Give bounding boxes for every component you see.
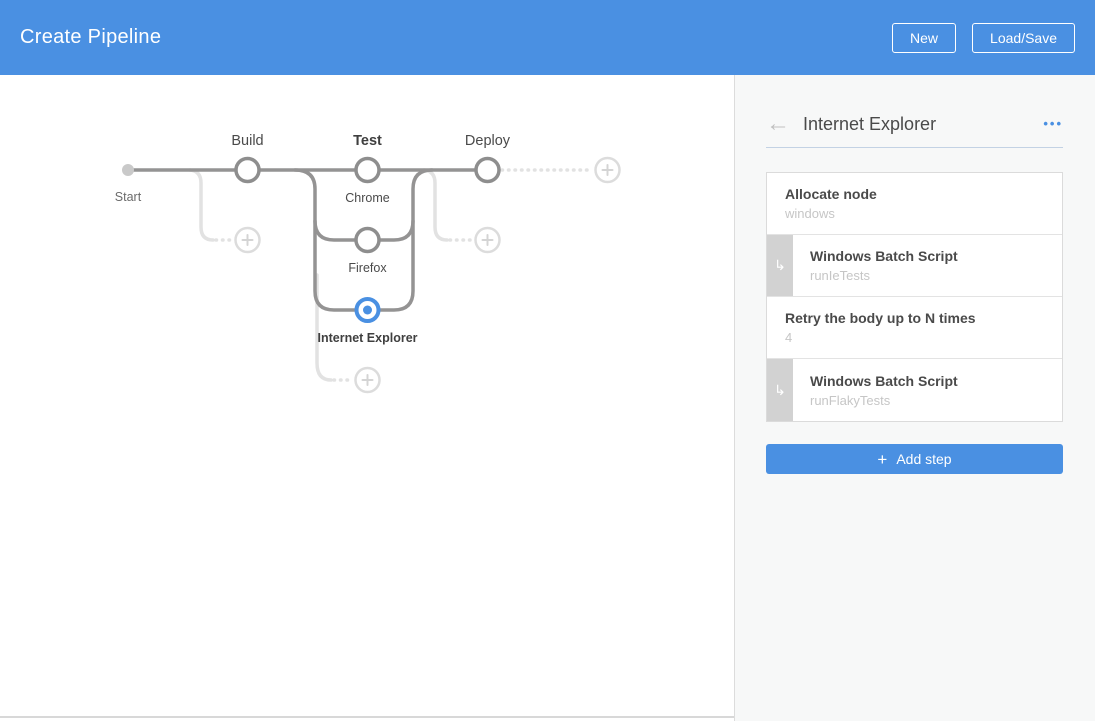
node-chrome[interactable] xyxy=(354,156,381,184)
step-subtitle: windows xyxy=(785,206,835,221)
more-menu-icon[interactable]: ••• xyxy=(1043,116,1063,131)
step-row-windows-batch-script-2[interactable]: ↳ Windows Batch Script runFlakyTests xyxy=(767,359,1062,421)
step-row-allocate-node[interactable]: Allocate node windows xyxy=(767,173,1062,235)
page-title: Create Pipeline xyxy=(20,26,162,48)
node-label-start: Start xyxy=(115,190,142,204)
stage-label-build: Build xyxy=(231,133,263,149)
node-label-chrome: Chrome xyxy=(345,191,390,205)
load-save-button[interactable]: Load/Save xyxy=(972,22,1075,53)
step-title: Windows Batch Script xyxy=(810,372,958,389)
panel-header: ← Internet Explorer ••• xyxy=(766,75,1063,148)
nested-step-arrow-icon: ↳ xyxy=(767,235,793,296)
plus-glyphs xyxy=(241,164,614,386)
node-label-firefox: Firefox xyxy=(348,261,387,275)
graph-light-edges xyxy=(188,168,595,382)
back-arrow-icon[interactable]: ← xyxy=(766,110,790,137)
plus-icon: + xyxy=(877,449,888,469)
stage-label-test: Test xyxy=(353,133,382,149)
pipeline-editor-canvas: Build Test Deploy Start Chrome Firefox I… xyxy=(0,75,734,721)
step-subtitle: runFlakyTests xyxy=(810,392,891,408)
main-area: Build Test Deploy Start Chrome Firefox I… xyxy=(0,75,1095,721)
app-header: Create Pipeline New Load/Save xyxy=(0,0,1095,75)
node-deploy[interactable] xyxy=(474,156,501,184)
graph-edges xyxy=(126,168,489,312)
nested-step-arrow-icon: ↳ xyxy=(767,359,793,421)
step-row-windows-batch-script-1[interactable]: ↳ Windows Batch Script runIeTests xyxy=(767,235,1062,297)
node-firefox[interactable] xyxy=(354,226,381,254)
step-subtitle: 4 xyxy=(785,330,793,345)
node-build[interactable] xyxy=(234,156,261,184)
stage-label-deploy: Deploy xyxy=(465,133,511,149)
node-label-internet-explorer: Internet Explorer xyxy=(317,331,417,345)
step-title: Retry the body up to N times xyxy=(785,310,976,326)
editor-bottom-divider xyxy=(0,716,734,718)
pipeline-graph: Build Test Deploy Start Chrome Firefox I… xyxy=(115,133,621,394)
panel-title: Internet Explorer xyxy=(803,114,937,134)
new-button[interactable]: New xyxy=(892,22,957,53)
step-subtitle: runIeTests xyxy=(810,268,870,283)
steps-list: Allocate node windows ↳ Windows Batch Sc… xyxy=(766,172,1063,422)
step-row-retry[interactable]: Retry the body up to N times 4 xyxy=(767,297,1062,359)
add-step-label: Add step xyxy=(896,451,952,467)
step-title: Allocate node xyxy=(785,186,877,202)
step-title: Windows Batch Script xyxy=(810,248,958,264)
add-step-button[interactable]: + Add step xyxy=(766,444,1063,474)
node-start xyxy=(122,164,134,176)
node-internet-explorer-selected[interactable] xyxy=(354,297,381,323)
branch-details-panel: ← Internet Explorer ••• Allocate node wi… xyxy=(734,75,1095,721)
